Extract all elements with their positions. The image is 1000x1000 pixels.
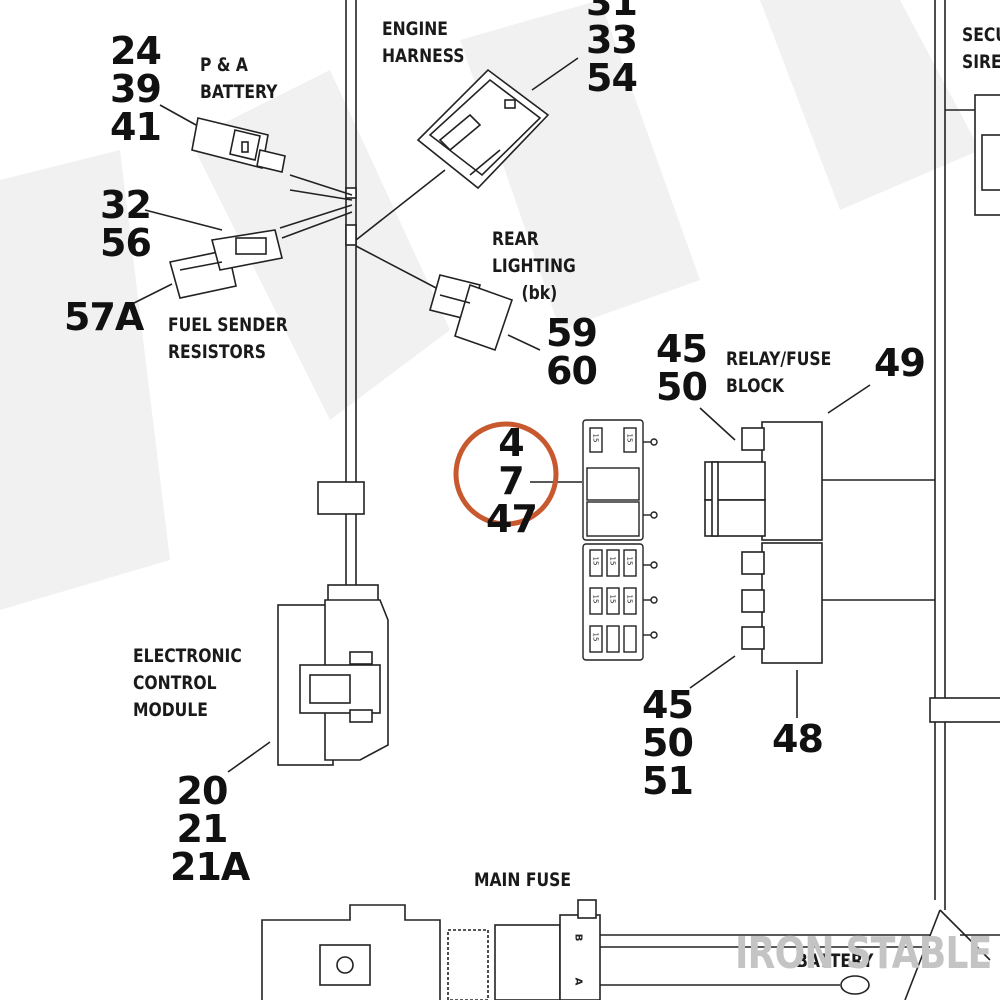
highlight-ring <box>453 421 559 527</box>
main-trunk <box>279 0 446 585</box>
callout-relay-49: 49 <box>874 341 926 385</box>
fuse-mark-b: B <box>572 933 584 942</box>
relay-fuse-block <box>704 421 935 664</box>
main-fuse-assembly <box>261 899 1000 1000</box>
fuse-rating-label: 15 <box>625 433 634 443</box>
watermark: IRON STABLE <box>735 928 992 979</box>
callout-relay-48: 48 <box>772 717 824 761</box>
label-security-siren: SECUSIRE <box>962 24 1000 73</box>
rear-lighting-connector <box>429 274 514 352</box>
fuse-rating-label: 15 <box>625 594 634 604</box>
leader-lines <box>129 57 871 773</box>
label-main-fuse: MAIN FUSE <box>474 869 571 891</box>
fuse-mark-a: A <box>572 977 584 986</box>
fuse-panel <box>582 419 658 661</box>
pa-battery-connector <box>191 117 286 173</box>
fuse-rating-label: 15 <box>625 556 634 566</box>
fuse-rating-label: 15 <box>591 632 600 642</box>
right-trunk <box>929 0 1000 910</box>
fuse-rating-label: 15 <box>591 556 600 566</box>
fuse-rating-label: 15 <box>608 594 617 604</box>
fuse-rating-label: 15 <box>608 556 617 566</box>
label-battery: BATTERY <box>796 950 874 972</box>
fuse-rating-label: 15 <box>591 433 600 443</box>
fuel-sender-connector <box>169 229 283 299</box>
engine-harness-connector <box>416 68 550 190</box>
ecm-module <box>277 584 389 766</box>
callout-fuel-sender-57a: 57A <box>64 295 144 339</box>
fuse-rating-label: 15 <box>591 594 600 604</box>
